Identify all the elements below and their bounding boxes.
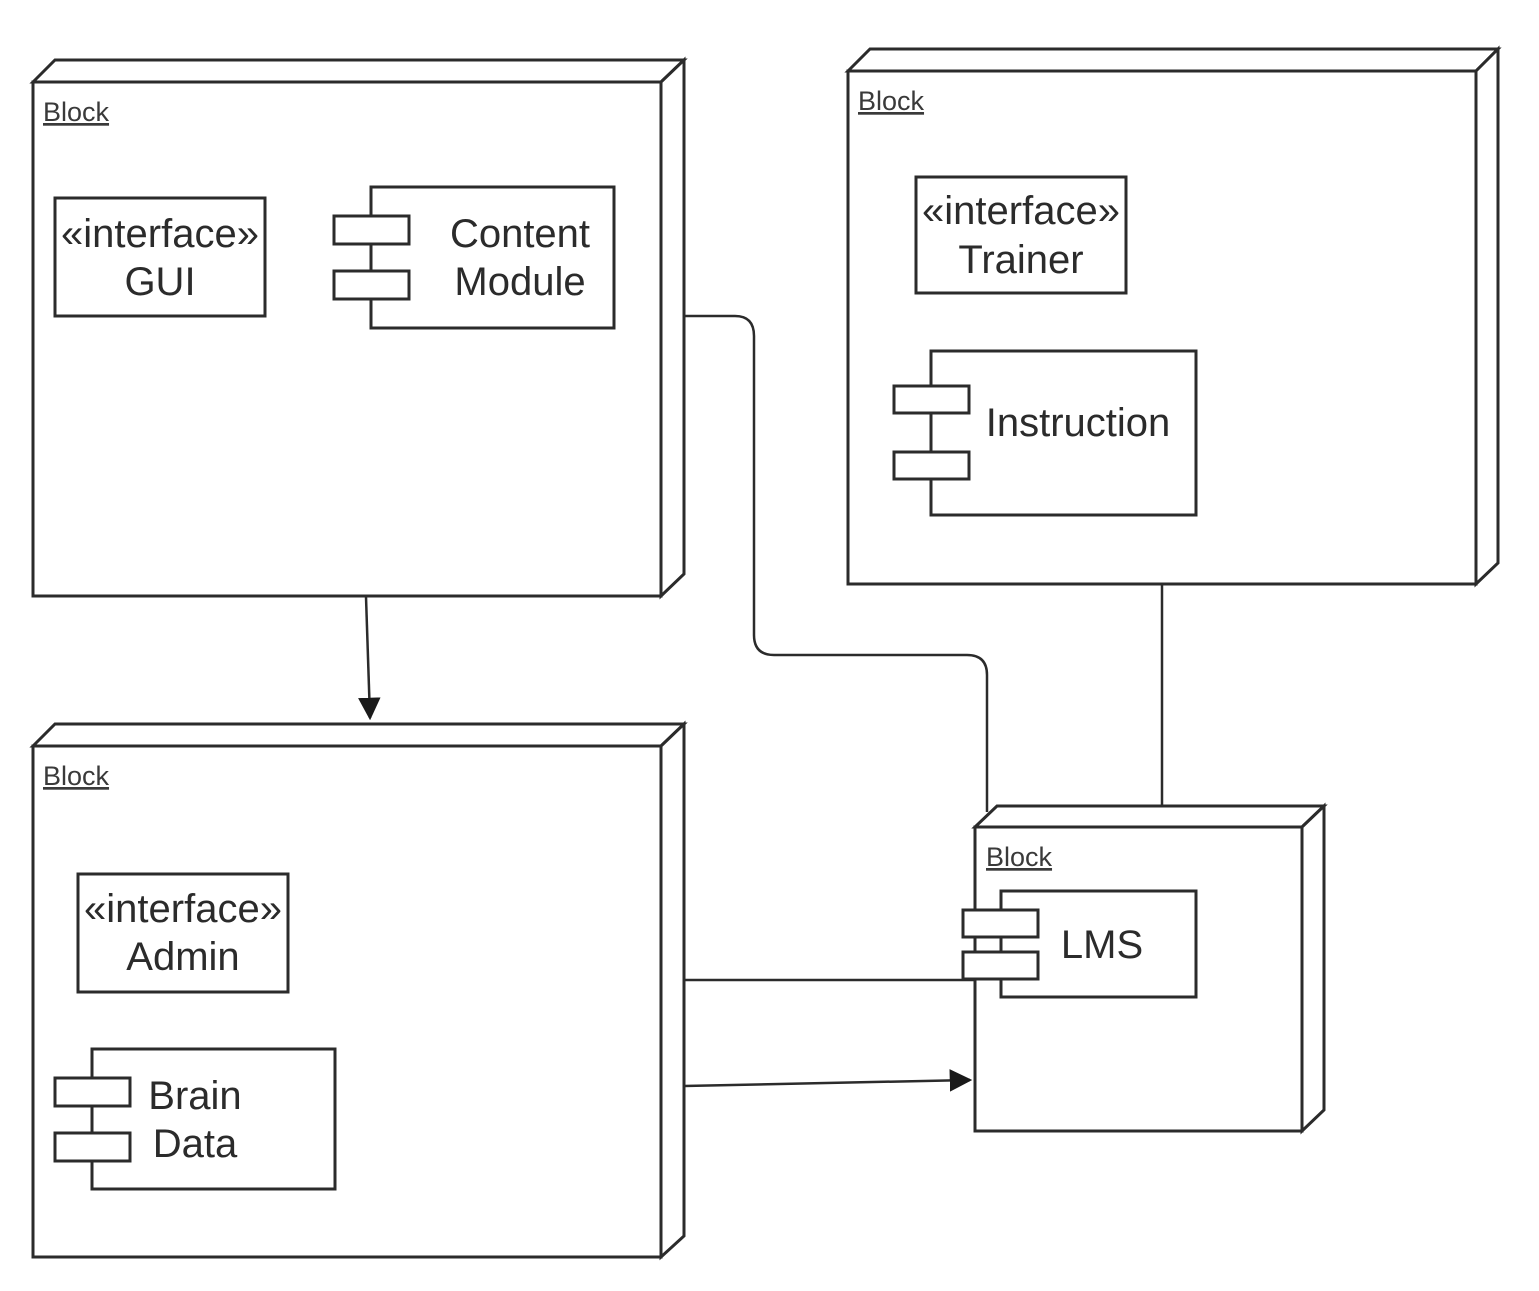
component-name-line1: LMS	[1061, 923, 1143, 967]
interface-box	[76, 872, 290, 994]
interface-gui: «interface» GUI	[53, 196, 267, 318]
interface-stereotype: «interface»	[84, 887, 282, 931]
component-name-line1: Content	[450, 212, 590, 256]
connector-topleft-to-lms	[684, 314, 989, 812]
component-box	[929, 349, 1198, 517]
interface-stereotype: «interface»	[922, 189, 1120, 233]
component-instruction: Instruction	[892, 349, 1198, 517]
node-side-face	[659, 720, 686, 1261]
interface-box	[914, 175, 1128, 295]
component-content-module: Content Module	[332, 185, 616, 330]
component-port-icon	[892, 450, 971, 481]
component-box	[90, 1047, 337, 1191]
interface-name: Trainer	[958, 238, 1083, 282]
interface-stereotype: «interface»	[61, 212, 259, 256]
interface-name: Admin	[126, 935, 239, 979]
node-top-face	[29, 722, 688, 748]
interface-box	[53, 196, 267, 318]
component-port-icon	[53, 1076, 132, 1108]
node-side-face	[659, 56, 686, 600]
component-port-icon	[892, 384, 971, 415]
component-port-icon	[332, 269, 411, 301]
component-port-icon	[961, 908, 1040, 939]
node-top-right: Block «interface» Trainer Instruction	[844, 45, 1502, 588]
connector-topleft-to-bottomleft	[358, 596, 381, 721]
interface-admin: «interface» Admin	[76, 872, 290, 994]
component-lms: LMS	[961, 889, 1198, 999]
component-name-line2: Module	[454, 260, 585, 304]
node-side-face	[1300, 802, 1326, 1135]
node-top-left: Block «interface» GUI Content Module	[29, 56, 688, 600]
connections	[358, 314, 1164, 1092]
component-port-icon	[332, 214, 411, 246]
interface-trainer: «interface» Trainer	[914, 175, 1128, 295]
component-name-line1: Brain	[148, 1074, 241, 1118]
node-top-face	[971, 804, 1328, 829]
node-top-face	[29, 58, 688, 84]
connector-bottomleft-to-lms-node	[683, 1069, 973, 1092]
component-port-icon	[53, 1131, 132, 1163]
component-port-icon	[961, 950, 1040, 981]
node-bottom-left: Block «interface» Admin Brain Data	[29, 720, 688, 1261]
node-lms: Block LMS	[961, 802, 1328, 1135]
component-name-line2: Data	[153, 1122, 238, 1166]
component-box	[369, 185, 616, 330]
node-front-face	[31, 80, 663, 598]
node-label: Block	[43, 97, 110, 127]
component-brain-data: Brain Data	[53, 1047, 337, 1191]
interface-name: GUI	[124, 260, 195, 304]
component-name-line1: Instruction	[986, 401, 1171, 445]
node-label: Block	[986, 842, 1053, 872]
node-label: Block	[43, 761, 110, 791]
node-top-face	[844, 47, 1502, 73]
node-side-face	[1474, 45, 1500, 588]
node-label: Block	[858, 86, 925, 116]
